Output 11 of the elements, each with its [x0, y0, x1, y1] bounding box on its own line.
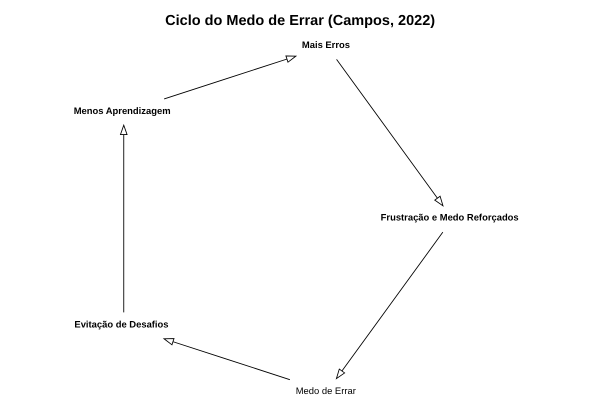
arrow — [336, 58, 444, 207]
node-text: Mais Erros — [302, 38, 350, 50]
node-text: Menos Aprendizagem — [74, 104, 171, 116]
node-text: Evitação de Desafios — [74, 318, 169, 330]
node-text: Medo de Errar — [296, 385, 356, 396]
node-text: Frustração e Medo Reforçados — [380, 212, 519, 223]
arrow — [162, 338, 290, 380]
arrow — [336, 232, 444, 380]
diagram-title: Ciclo do Medo de Errar (Campos, 2022) — [165, 13, 436, 30]
arrow — [164, 55, 298, 100]
arrow — [120, 124, 128, 313]
